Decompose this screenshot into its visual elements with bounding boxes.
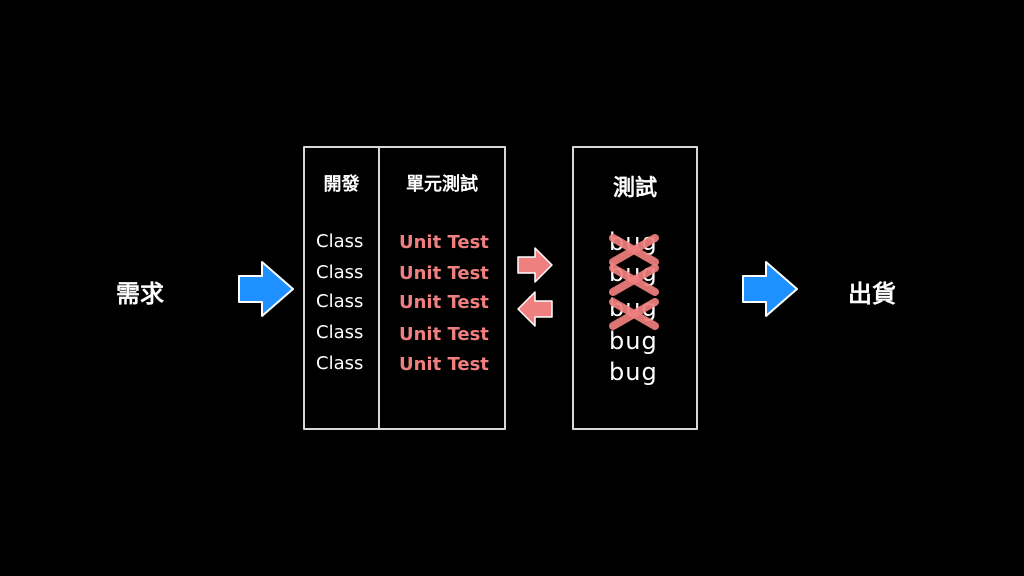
bug-item: bug xyxy=(609,358,658,386)
requirement-label: 需求 xyxy=(116,280,164,308)
unit-test-item: Unit Test xyxy=(399,354,489,375)
unit-test-box xyxy=(378,146,506,430)
class-item: Class xyxy=(316,262,364,283)
cross-mark-icon xyxy=(609,298,659,330)
cross-mark-icon xyxy=(609,234,659,266)
class-item: Class xyxy=(316,322,364,343)
feedback-arrow-right-icon xyxy=(517,247,553,283)
class-item: Class xyxy=(316,231,364,252)
flow-arrow-out-icon xyxy=(742,261,798,317)
class-item: Class xyxy=(316,353,364,374)
bug-item: bug xyxy=(609,327,658,355)
feedback-arrow-left-icon xyxy=(517,291,553,327)
flow-arrow-in-icon xyxy=(238,261,294,317)
unit-test-heading: 單元測試 xyxy=(406,174,478,195)
unit-test-item: Unit Test xyxy=(399,292,489,313)
unit-test-item: Unit Test xyxy=(399,324,489,345)
unit-test-item: Unit Test xyxy=(399,232,489,253)
unit-test-item: Unit Test xyxy=(399,263,489,284)
cross-mark-icon xyxy=(609,264,659,296)
class-item: Class xyxy=(316,291,364,312)
testing-box xyxy=(572,146,698,430)
development-heading: 開發 xyxy=(323,174,360,195)
testing-heading: 測試 xyxy=(612,176,657,201)
shipping-label: 出貨 xyxy=(848,280,896,308)
